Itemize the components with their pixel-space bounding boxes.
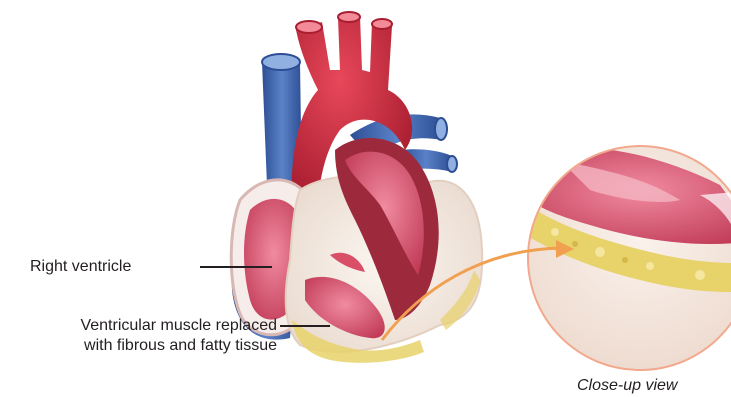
- close-up-circle: [520, 146, 731, 370]
- ventricular-muscle-label: Ventricular muscle replaced with fibrous…: [80, 316, 277, 356]
- right-ventricle-label: Right ventricle: [30, 257, 131, 277]
- close-up-caption: Close-up view: [577, 376, 677, 396]
- ventricular-muscle-label-line2: with fibrous and fatty tissue: [80, 336, 277, 356]
- ventricular-muscle-label-line1: Ventricular muscle replaced: [80, 316, 277, 336]
